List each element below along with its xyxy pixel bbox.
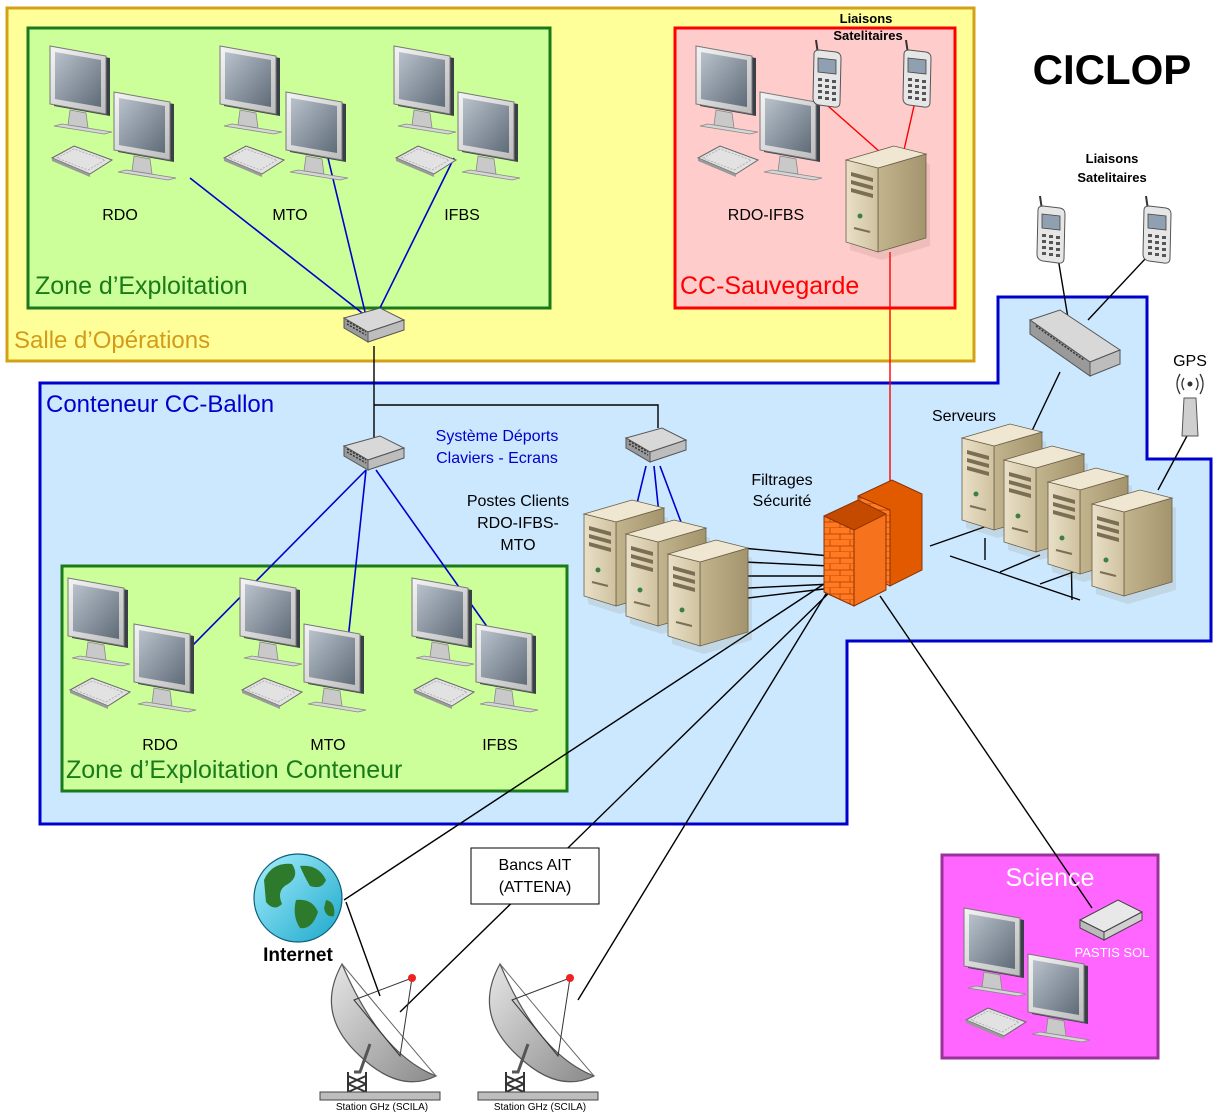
label-rdo: RDO: [102, 207, 138, 224]
label-postes-3: MTO: [500, 537, 535, 554]
label-bancs-2: (ATTENA): [499, 879, 572, 896]
pastis-device: [1078, 899, 1144, 941]
label-internet: Internet: [263, 945, 333, 966]
label-ifbs-conteneur: IFBS: [482, 737, 518, 754]
salle-label: Salle d’Opérations: [14, 327, 210, 354]
gps-antenna: [1176, 373, 1204, 437]
sauvegarde-server: [845, 145, 931, 261]
label-mto: MTO: [272, 207, 307, 224]
label-pastis: PASTIS SOL: [1075, 945, 1150, 960]
label-mto-conteneur: MTO: [310, 737, 345, 754]
label-liaisons-top-1: Liaisons: [840, 11, 893, 26]
ciclop-title: CICLOP: [1033, 46, 1192, 93]
label-station-1: Station GHz (SCILA): [336, 1102, 428, 1113]
label-ifbs: IFBS: [444, 207, 480, 224]
exploitation-label: Zone d’Exploitation: [35, 272, 248, 300]
red-links: [827, 105, 915, 492]
sat-phone-4: [1142, 195, 1172, 265]
label-rdo-conteneur: RDO: [142, 737, 178, 754]
client-server-3: [667, 539, 753, 655]
science-label: Science: [1006, 864, 1095, 892]
label-rdo-ifbs: RDO-IFBS: [728, 207, 804, 224]
label-postes-1: Postes Clients: [467, 493, 569, 510]
internet-globe-icon: [253, 853, 343, 943]
label-systeme-1: Système Déports: [436, 428, 559, 445]
label-serveurs: Serveurs: [932, 408, 996, 425]
sat-phone-3: [1036, 195, 1066, 265]
firewall-icon: [823, 479, 923, 607]
label-liaisons-right-1: Liaisons: [1086, 151, 1139, 166]
sauvegarde-label: CC-Sauvegarde: [680, 272, 859, 300]
label-bancs-1: Bancs AIT: [499, 857, 572, 874]
label-filtrages-1: Filtrages: [751, 472, 812, 489]
label-filtrages-2: Sécurité: [753, 493, 812, 510]
label-liaisons-top-2: Satelitaires: [833, 28, 902, 43]
conteneur-label: Conteneur CC-Ballon: [46, 391, 274, 418]
station-dish-2: [476, 962, 600, 1102]
switch-servers: [1028, 309, 1122, 377]
server-4: [1091, 489, 1177, 605]
label-systeme-2: Claviers - Ecrans: [436, 450, 558, 467]
label-liaisons-right-2: Satelitaires: [1077, 170, 1146, 185]
station-dish-1: [318, 962, 442, 1102]
exploitation-zone: [26, 26, 552, 310]
exploitation-conteneur-label: Zone d’Exploitation Conteneur: [66, 756, 402, 784]
label-postes-2: RDO-IFBS-: [477, 515, 559, 532]
label-station-2: Station GHz (SCILA): [494, 1102, 586, 1113]
bancs-ait-box: [470, 847, 600, 905]
label-gps: GPS: [1173, 353, 1207, 370]
blue-links: [189, 157, 685, 649]
